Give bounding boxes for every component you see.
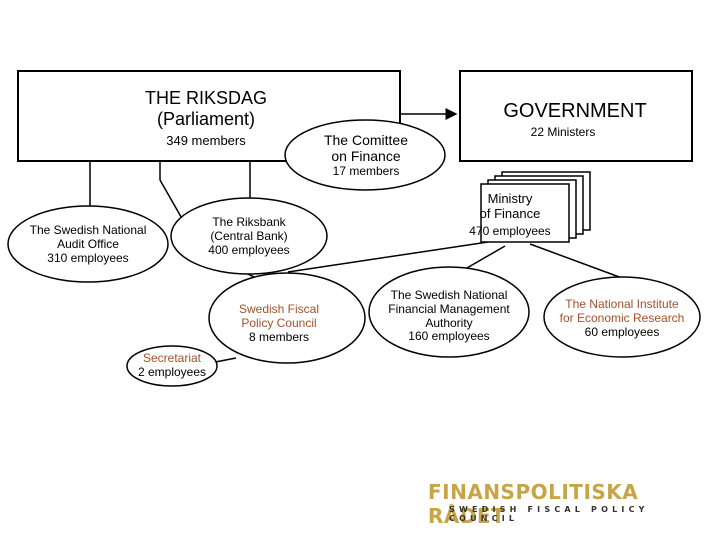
finance-committee-line1: The Comittee (323, 132, 409, 148)
secretariat-line1: Secretariat (142, 351, 202, 365)
government-title: GOVERNMENT (503, 100, 647, 122)
fiscal-council-members: 8 members (248, 329, 310, 344)
debt-office-ellipse (368, 266, 530, 358)
riksdag-subtitle: (Parliament) (156, 108, 256, 129)
ministry-line1: Ministry (487, 191, 533, 206)
audit-office-employees: 310 employees (47, 250, 129, 265)
ministry-employees: 470 employees (469, 224, 551, 238)
ministry-stack (480, 171, 591, 243)
finance-committee-ellipse (284, 119, 446, 191)
riksbank-line2: (Central Bank) (210, 228, 288, 243)
riksbank-ellipse (170, 197, 328, 275)
riksdag-members: 349 members (166, 133, 246, 148)
research-institute-label: The National Institute for Economic Rese… (547, 297, 697, 339)
research-institute-line1: The National Institute (565, 297, 679, 311)
fiscal-council-ellipse (208, 272, 366, 364)
audit-office-line2: Audit Office (57, 236, 119, 251)
secretariat-ellipse (126, 345, 218, 387)
riksdag-title: THE RIKSDAG (144, 88, 268, 108)
fiscal-council-line2: Policy Council (241, 315, 317, 330)
fiscal-council-line1: Swedish Fiscal (238, 302, 320, 316)
ministry-to-council-line (287, 241, 489, 273)
finance-committee-members: 17 members (332, 164, 400, 178)
research-institute-line2: for Economic Research (559, 310, 685, 325)
government-box (459, 70, 693, 162)
riksdag-title-block: THE RIKSDAG (Parliament) (106, 88, 306, 129)
ministry-line2: of Finance (479, 205, 541, 221)
ministry-label: Ministry of Finance (470, 191, 550, 222)
fiscal-council-label: Swedish Fiscal Policy Council 8 members (219, 302, 339, 344)
debt-office-line3: Authority (425, 315, 473, 330)
finance-committee-label: The Comittee on Finance (296, 132, 436, 164)
audit-office-label: The Swedish National Audit Office 310 em… (18, 223, 158, 265)
logo-title: FINANSPOLITISKA RÅDET (428, 480, 639, 528)
debt-office-line1: The Swedish National (390, 288, 508, 302)
debt-office-employees: 160 employees (408, 329, 490, 344)
audit-office-ellipse (7, 205, 169, 283)
logo-subtitle: SWEDISH FISCAL POLICY COUNCIL (449, 505, 649, 523)
government-ministers: 22 Ministers (530, 125, 596, 139)
finance-committee-line2: on Finance (331, 148, 401, 165)
research-institute-employees: 60 employees (584, 324, 660, 339)
secretariat-label: Secretariat 2 employees (127, 351, 217, 380)
riksbank-line1: The Riksbank (212, 215, 286, 229)
ministry-to-research-institute-line (529, 243, 623, 279)
debt-office-line2: Financial Management (388, 301, 510, 316)
debt-office-label: The Swedish National Financial Managemen… (374, 288, 524, 344)
research-institute-ellipse (543, 276, 701, 358)
riksbank-employees: 400 employees (208, 242, 290, 257)
audit-office-line1: The Swedish National (29, 223, 147, 237)
riksbank-label: The Riksbank (Central Bank) 400 employee… (189, 215, 309, 257)
secretariat-employees: 2 employees (137, 364, 207, 379)
